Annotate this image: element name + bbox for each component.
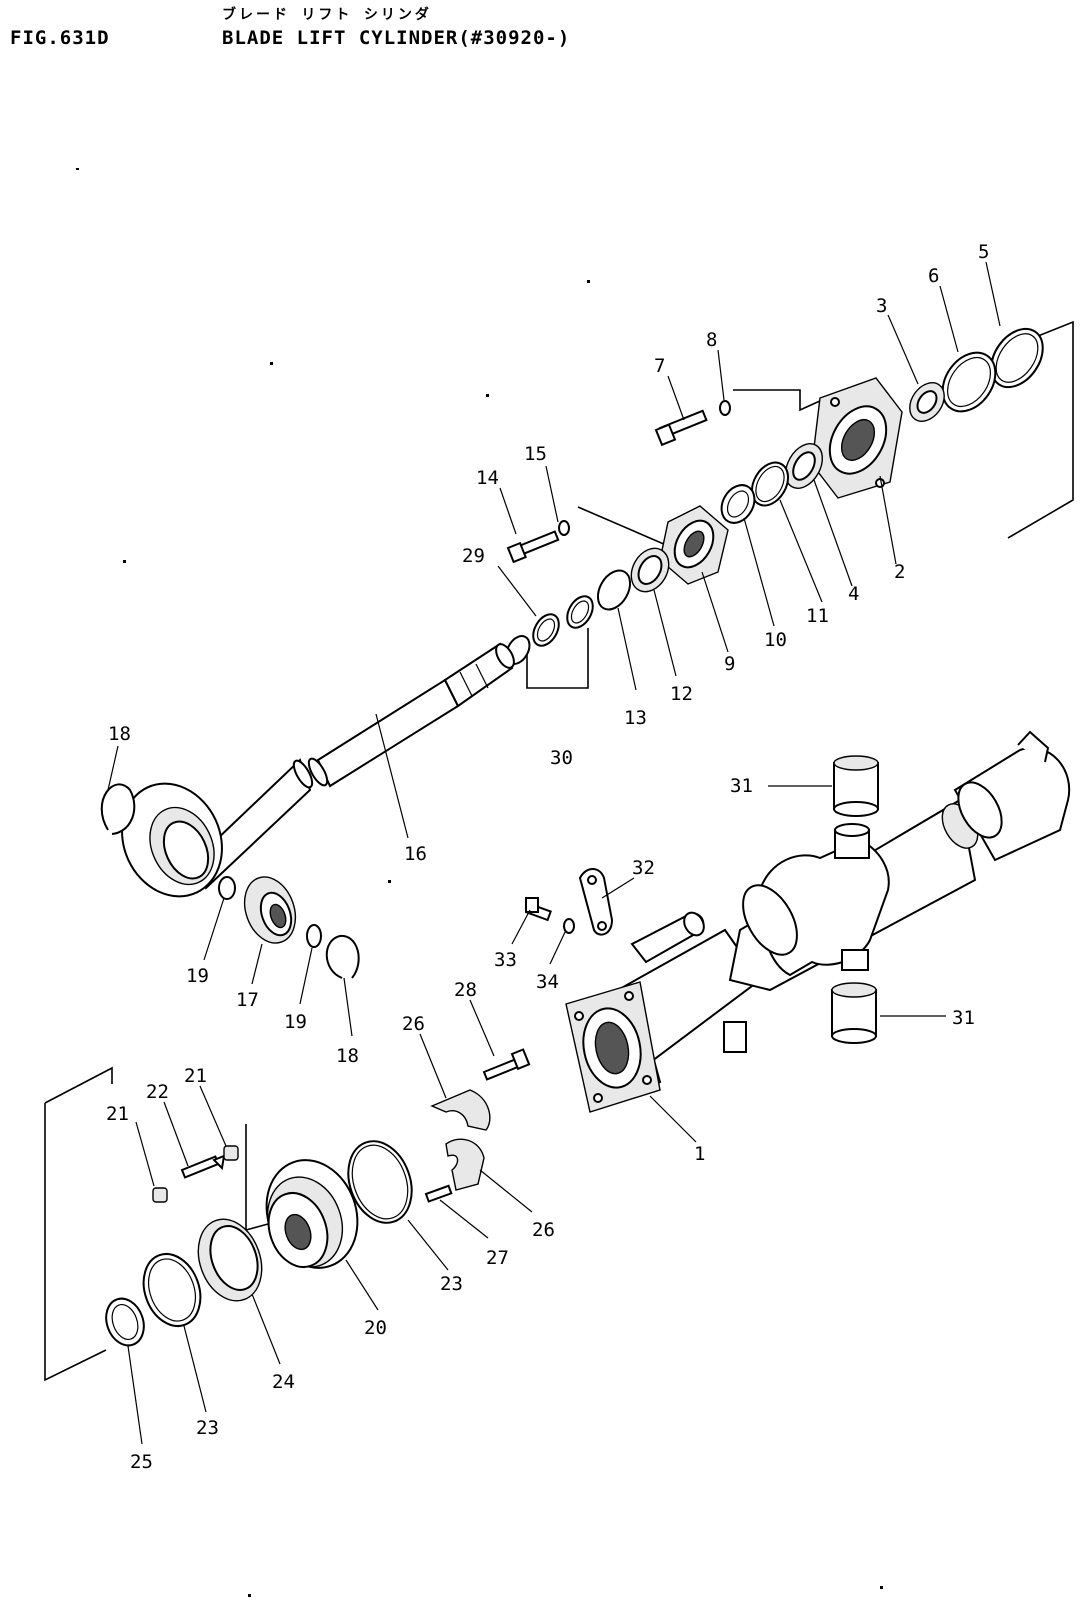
bolt-14 — [506, 530, 560, 564]
ring-29b — [566, 595, 594, 629]
callout-9: 9 — [724, 653, 735, 675]
callout-labels: 5 6 3 8 7 15 14 29 2 4 11 10 9 12 13 30 … — [106, 241, 989, 1473]
spacer-19b — [306, 924, 322, 948]
o-ring-5 — [990, 327, 1044, 389]
seal-25 — [105, 1297, 145, 1347]
callout-14: 14 — [476, 467, 499, 489]
plug-21b — [223, 1145, 239, 1161]
callout-24: 24 — [272, 1371, 295, 1393]
bearing-17 — [243, 876, 297, 944]
callout-32: 32 — [632, 857, 655, 879]
callout-28: 28 — [454, 979, 477, 1001]
callout-27: 27 — [486, 1247, 509, 1269]
bolt-7-leader — [733, 389, 823, 412]
bushing-31a — [833, 755, 879, 817]
ring-29a — [532, 613, 560, 647]
washer-8 — [719, 400, 731, 416]
callout-18-upper: 18 — [108, 723, 131, 745]
leader-lines — [107, 261, 1001, 1445]
retainer-9 — [659, 505, 729, 585]
callout-19-left: 19 — [186, 965, 209, 987]
callout-2: 2 — [894, 561, 905, 583]
check-valve-22 — [180, 1154, 226, 1179]
callout-16: 16 — [404, 843, 427, 865]
callout-15: 15 — [524, 443, 547, 465]
snap-ring-18b — [325, 934, 360, 979]
piston-rod-16 — [121, 642, 515, 898]
piston-seal-24 — [197, 1218, 263, 1302]
wear-ring-23b — [142, 1253, 202, 1327]
callout-25: 25 — [130, 1451, 153, 1473]
callout-10: 10 — [764, 629, 787, 651]
screw-27 — [424, 1184, 453, 1203]
callout-1: 1 — [694, 1143, 705, 1165]
callout-11: 11 — [806, 605, 829, 627]
title-kana: ブレード リフト シリンダ — [222, 7, 432, 23]
bearing-half-26b — [445, 1138, 485, 1191]
callout-17: 17 — [236, 989, 259, 1011]
upper-group-bracket — [1007, 320, 1074, 539]
callout-26-lower: 26 — [532, 1219, 555, 1241]
callout-21-left: 21 — [106, 1103, 129, 1125]
bushing-31b — [831, 982, 877, 1044]
callout-26-upper: 26 — [402, 1013, 425, 1035]
callout-19-right: 19 — [284, 1011, 307, 1033]
wear-ring-23a — [347, 1140, 413, 1224]
lower-group-bracket — [44, 1066, 113, 1382]
snap-ring-13 — [596, 569, 632, 611]
washer-34 — [563, 918, 575, 934]
bolt-14-leader — [577, 506, 667, 546]
callout-5: 5 — [978, 241, 989, 263]
bushing-3 — [909, 382, 945, 422]
plug-21a — [152, 1187, 168, 1203]
callout-12: 12 — [670, 683, 693, 705]
figure-number: FIG.631D — [10, 27, 110, 49]
callout-22: 22 — [146, 1081, 169, 1103]
scan-specks — [76, 168, 883, 1597]
plate-32 — [578, 868, 614, 936]
callout-4: 4 — [848, 583, 859, 605]
callout-3: 3 — [876, 295, 887, 317]
callout-13: 13 — [624, 707, 647, 729]
washer-15 — [558, 520, 570, 536]
bolt-33 — [525, 897, 552, 922]
snap-ring-11 — [750, 461, 790, 507]
seal-10 — [720, 484, 756, 524]
callout-18-lower: 18 — [336, 1045, 359, 1067]
piston-20 — [265, 1159, 359, 1269]
bracket-30 — [526, 628, 589, 689]
dust-seal-12 — [630, 547, 670, 593]
callout-33: 33 — [494, 949, 517, 971]
callout-31-lower: 31 — [952, 1007, 975, 1029]
cylinder-head-2 — [811, 377, 903, 499]
piston-group-bracket — [245, 1124, 269, 1232]
callout-23-lower: 23 — [196, 1417, 219, 1439]
bolt-7 — [654, 409, 708, 447]
callout-6: 6 — [928, 265, 939, 287]
seal-4 — [784, 443, 824, 489]
bolt-28 — [482, 1048, 531, 1081]
backup-ring-6 — [941, 351, 997, 413]
callout-34: 34 — [536, 971, 559, 993]
diagram-title: BLADE LIFT CYLINDER(#30920-) — [222, 27, 571, 49]
callout-21-right: 21 — [184, 1065, 207, 1087]
callout-23-upper: 23 — [440, 1273, 463, 1295]
callout-8: 8 — [706, 329, 717, 351]
callout-31-upper: 31 — [730, 775, 753, 797]
cylinder-tube-1 — [565, 730, 1071, 1113]
callout-7: 7 — [654, 355, 665, 377]
callout-20: 20 — [364, 1317, 387, 1339]
callout-30: 30 — [550, 747, 573, 769]
spacer-19a — [218, 876, 236, 900]
bearing-half-26a — [430, 1089, 491, 1131]
callout-29: 29 — [462, 545, 485, 567]
snap-ring-18a — [100, 783, 136, 835]
